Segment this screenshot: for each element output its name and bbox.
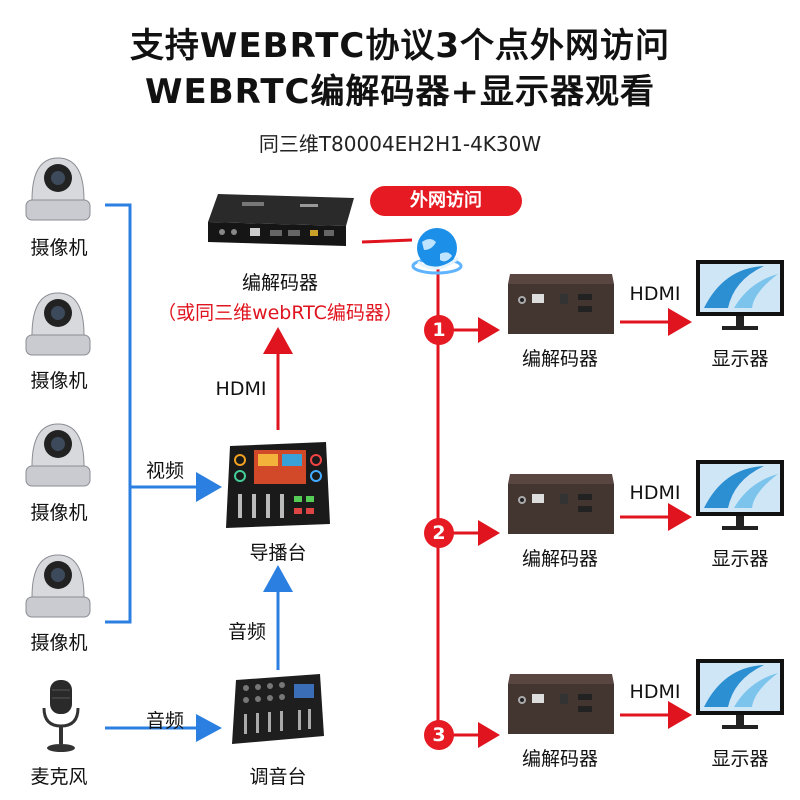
encoder-label: 编解码器 [241, 272, 318, 294]
monitor-icon [696, 659, 784, 729]
hdmi-up-arrow [263, 327, 293, 354]
camera-bracket-line [105, 203, 132, 624]
mixer-label: 调音台 [249, 766, 307, 788]
display-label-1: 显示器 [711, 348, 769, 370]
decoder-hdmi-label-2: HDMI [629, 482, 681, 504]
camera-icon [25, 554, 91, 618]
internet-access-badge: 外网访问 [370, 186, 522, 216]
decoder-hdmi-label-3: HDMI [629, 681, 681, 703]
decoder-label-2: 编解码器 [521, 548, 598, 570]
decoder-number-2: 2 [424, 518, 454, 548]
monitor-icon [696, 260, 784, 330]
camera-label-2: 摄像机 [30, 370, 88, 392]
decoder-label-3: 编解码器 [521, 748, 598, 770]
camera-icon [25, 292, 91, 356]
decoder-label-1: 编解码器 [521, 348, 598, 370]
decoder-number-1: 1 [424, 315, 454, 345]
globe-icon [411, 228, 463, 275]
display-label-3: 显示器 [711, 748, 769, 770]
video-link-label: 视频 [145, 460, 184, 482]
camera-label-3: 摄像机 [30, 502, 88, 524]
mic-audio-arrow [196, 714, 222, 742]
camera-label-4: 摄像机 [30, 632, 88, 654]
encoder-device-icon [208, 194, 354, 246]
microphone-icon [42, 680, 80, 752]
switcher-audio-link-label: 音频 [227, 621, 266, 643]
title-line-1: 支持WEBRTC协议3个点外网访问 [129, 26, 671, 66]
video-arrow [196, 472, 222, 502]
display-label-2: 显示器 [711, 548, 769, 570]
mic-audio-link-label: 音频 [145, 710, 184, 732]
decoder-hdmi-label-1: HDMI [629, 283, 681, 305]
model-subtitle: 同三维T80004EH2H1-4K30W [258, 132, 542, 156]
encoder-internet-line [361, 238, 413, 244]
title-line-2: WEBRTC编解码器+显示器观看 [145, 72, 655, 112]
decoder-device-icon [508, 674, 614, 734]
mixer-audio-arrow [263, 565, 293, 592]
microphone-label: 麦克风 [30, 766, 88, 788]
decoder-device-icon [508, 474, 614, 534]
monitor-icon [696, 460, 784, 530]
camera-label-1: 摄像机 [30, 237, 88, 259]
camera-icon [25, 157, 91, 221]
encoder-note: （或同三维webRTC编码器） [157, 302, 403, 324]
hdmi-up-link-label: HDMI [215, 378, 267, 400]
switcher-label: 导播台 [249, 542, 307, 564]
video-switcher-icon [226, 442, 330, 528]
audio-mixer-icon [232, 674, 324, 744]
decoder-number-3: 3 [424, 720, 454, 750]
decoder-device-icon [508, 274, 614, 334]
camera-icon [25, 423, 91, 487]
